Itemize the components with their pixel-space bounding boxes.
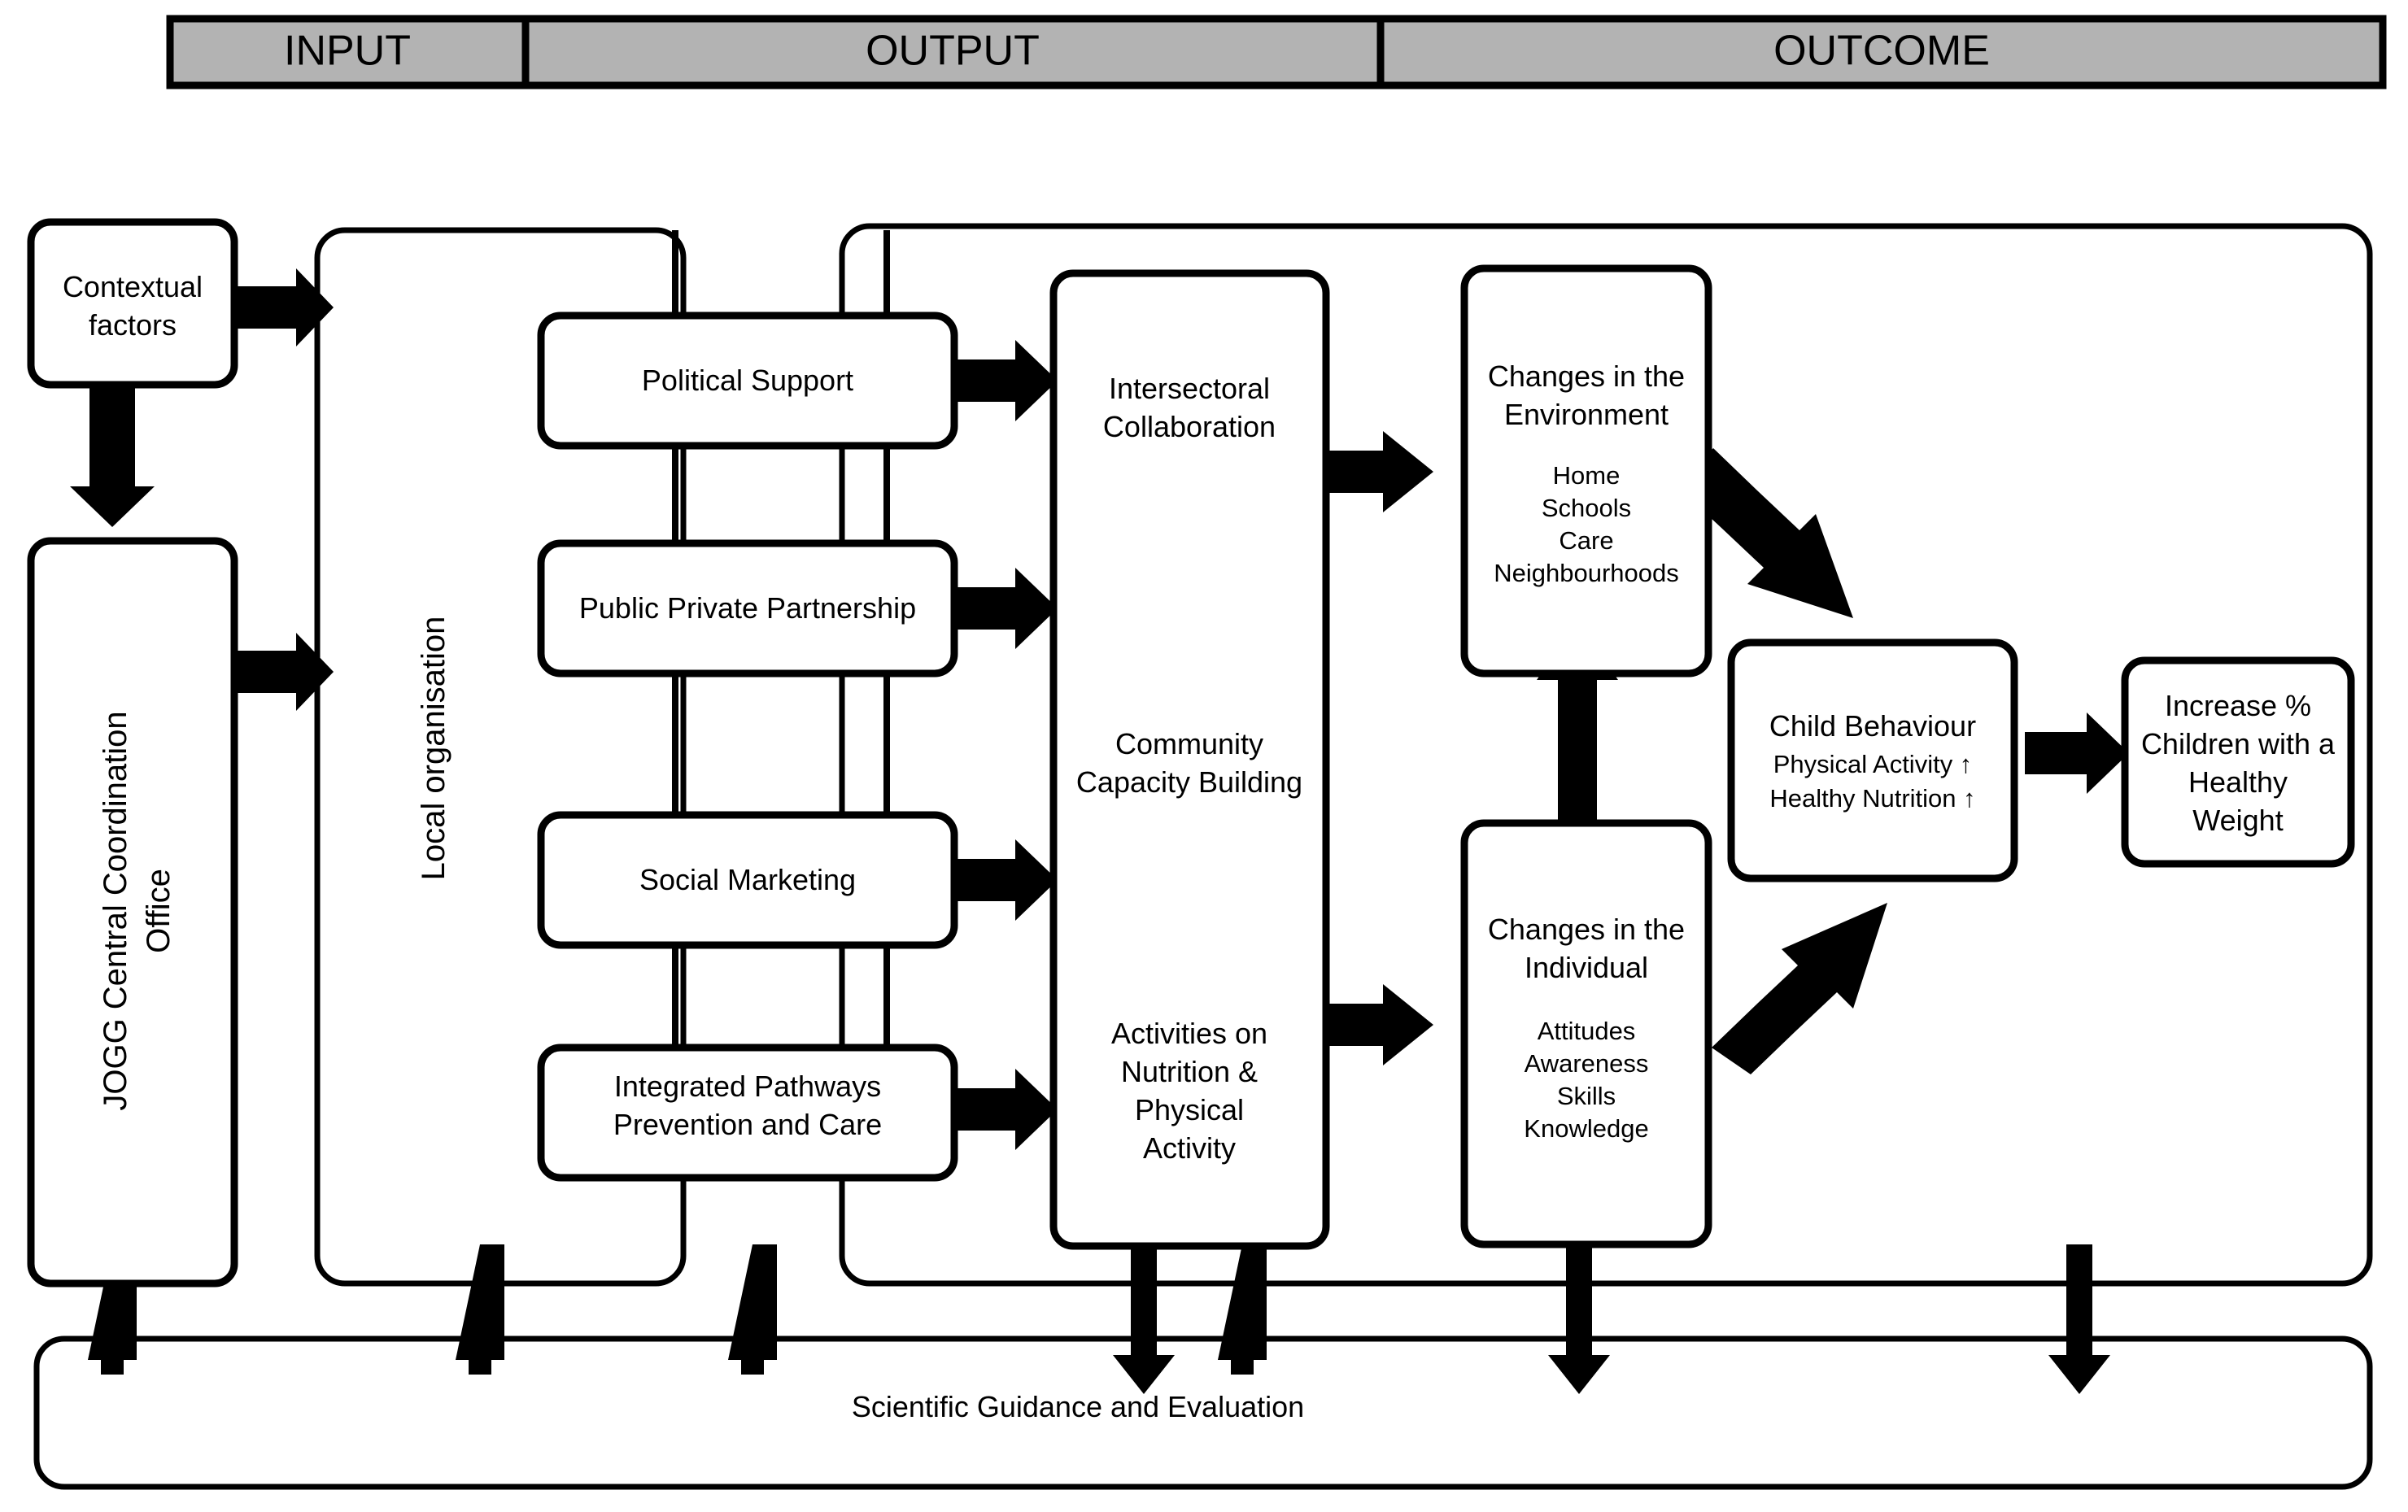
output-item3-line4: Activity xyxy=(1143,1131,1236,1165)
arrow-output-to-individual xyxy=(1323,984,1433,1065)
output-item2-line1: Community xyxy=(1115,727,1263,760)
healthy-weight-line1: Increase % xyxy=(2165,689,2311,722)
output-item3-line2: Nutrition & xyxy=(1121,1055,1258,1088)
output-item1-line2: Collaboration xyxy=(1103,410,1276,443)
node-integrated-pathways[interactable] xyxy=(537,1044,958,1182)
arrow-down-individual-to-science xyxy=(1548,1244,1610,1394)
changes-environment-item-1: Schools xyxy=(1542,494,1631,522)
child-behaviour-item-1: Healthy Nutrition ↑ xyxy=(1769,784,1975,813)
arrow-output-to-environment xyxy=(1323,431,1433,512)
scientific-guidance-label: Scientific Guidance and Evaluation xyxy=(852,1390,1304,1423)
healthy-weight-line2: Children with a xyxy=(2141,727,2336,760)
arrow-child-behaviour-to-weight xyxy=(2025,712,2129,794)
arrow-integrated-to-output xyxy=(953,1069,1058,1150)
changes-individual-item-2: Skills xyxy=(1557,1082,1616,1110)
node-changes-environment[interactable] xyxy=(1460,264,1712,678)
integrated-pathways-line2: Prevention and Care xyxy=(613,1108,882,1141)
changes-individual-item-0: Attitudes xyxy=(1538,1017,1636,1045)
changes-environment-title1: Changes in the xyxy=(1488,359,1685,393)
changes-environment-item-3: Neighbourhoods xyxy=(1494,559,1679,587)
integrated-pathways-line1: Integrated Pathways xyxy=(614,1070,881,1103)
arrow-individual-to-child-behaviour xyxy=(1712,903,1887,1074)
arrow-up-to-local-org-b xyxy=(728,1244,777,1375)
output-item3-line3: Physical xyxy=(1135,1093,1244,1126)
output-item2-line2: Capacity Building xyxy=(1076,765,1302,799)
arrow-up-to-local-org-a xyxy=(456,1244,504,1375)
header-label-output: OUTPUT xyxy=(866,28,1040,75)
arrow-social-marketing-to-output xyxy=(953,839,1058,921)
arrow-down-outcome-to-science xyxy=(2048,1244,2110,1394)
header-cell-output xyxy=(521,15,1385,89)
header-cell-input xyxy=(166,15,530,89)
node-changes-individual[interactable] xyxy=(1460,819,1712,1248)
arrow-contextual-to-local xyxy=(234,268,334,346)
public-private-partnership-label: Public Private Partnership xyxy=(579,591,916,625)
political-support-label: Political Support xyxy=(642,364,853,397)
healthy-weight-line3: Healthy xyxy=(2188,765,2288,799)
node-political-support[interactable] xyxy=(537,312,958,450)
changes-environment-item-0: Home xyxy=(1553,461,1621,490)
header-label-outcome: OUTCOME xyxy=(1773,28,1990,75)
header-label-input: INPUT xyxy=(284,28,411,75)
healthy-weight-line4: Weight xyxy=(2192,804,2283,837)
scientific-guidance-container xyxy=(33,1336,2373,1490)
jogg-office-line2: Office xyxy=(141,869,177,953)
jogg-office-line1: JOGG Central Coordination xyxy=(98,711,133,1110)
child-behaviour-title: Child Behaviour xyxy=(1769,709,1976,743)
outcome-container xyxy=(839,223,2373,1287)
local-organisation-label: Local organisation xyxy=(416,617,452,881)
header-cell-outcome xyxy=(1376,15,2387,89)
changes-individual-item-3: Knowledge xyxy=(1524,1114,1648,1143)
changes-individual-title1: Changes in the xyxy=(1488,913,1685,946)
arrow-jogg-to-local xyxy=(234,633,334,711)
node-child-behaviour[interactable] xyxy=(1727,638,2018,882)
child-behaviour-item-0: Physical Activity ↑ xyxy=(1773,750,1973,778)
changes-environment-item-2: Care xyxy=(1559,526,1613,555)
node-healthy-weight[interactable] xyxy=(2121,656,2355,868)
node-jogg-office[interactable] xyxy=(27,537,238,1288)
arrow-contextual-to-jogg xyxy=(70,382,155,527)
arrow-up-to-output xyxy=(1218,1244,1267,1375)
node-social-marketing[interactable] xyxy=(537,811,958,949)
changes-individual-item-1: Awareness xyxy=(1525,1049,1649,1078)
arrow-environment-to-child-behaviour xyxy=(1676,448,1853,618)
arrow-political-to-output xyxy=(953,340,1058,421)
social-marketing-label: Social Marketing xyxy=(639,863,856,896)
contextual-factors-line1: Contextual xyxy=(63,270,203,303)
changes-environment-title2: Environment xyxy=(1504,398,1669,431)
node-contextual-factors[interactable] xyxy=(27,218,238,389)
node-output-stack[interactable] xyxy=(1049,269,1330,1250)
contextual-factors-line2: factors xyxy=(89,308,177,342)
output-item1-line1: Intersectoral xyxy=(1109,372,1270,405)
arrow-ppp-to-output xyxy=(953,568,1058,649)
arrow-down-output-to-science xyxy=(1113,1244,1175,1394)
changes-individual-title2: Individual xyxy=(1525,951,1648,984)
output-item3-line1: Activities on xyxy=(1111,1017,1267,1050)
node-public-private-partnership[interactable] xyxy=(537,539,958,678)
